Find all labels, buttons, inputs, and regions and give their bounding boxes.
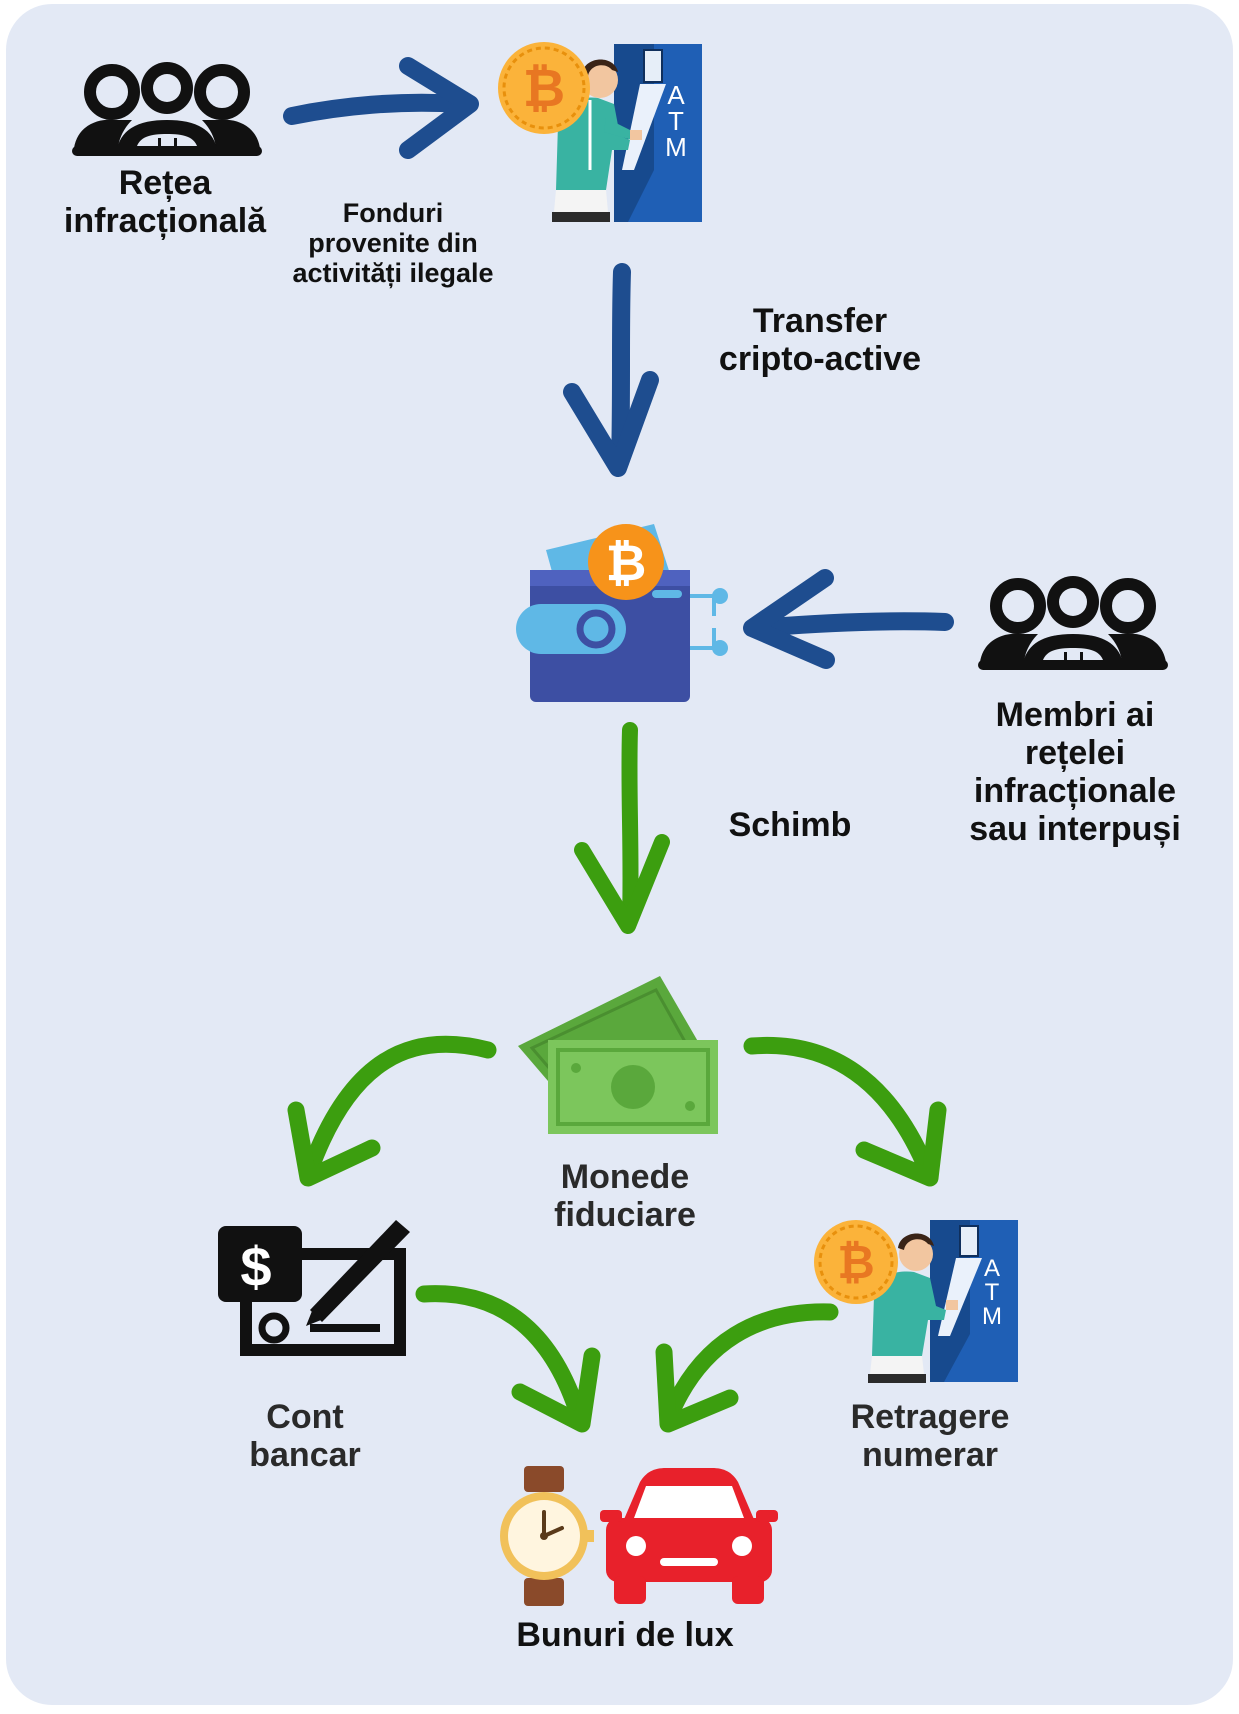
bitcoin-wallet-icon: ₿ bbox=[516, 524, 728, 702]
luxury-goods-label: Bunuri de lux bbox=[470, 1616, 780, 1654]
arrow-wallet-to-money bbox=[574, 722, 670, 934]
label-line: fiduciare bbox=[554, 1196, 696, 1235]
label-line: infracțională bbox=[63, 202, 267, 241]
arrow-money-to-atm bbox=[743, 1036, 947, 1187]
illegal-funds-label: Fonduri provenite din activități ilegale bbox=[268, 198, 518, 289]
group-of-people-icon bbox=[72, 62, 262, 156]
label-line: rețelei bbox=[1024, 734, 1126, 773]
fiat-money-label: Monede fiduciare bbox=[500, 1158, 750, 1234]
car-icon bbox=[600, 1468, 778, 1604]
label-line: Retragere bbox=[850, 1398, 1010, 1436]
cash-withdrawal-label: Retragere numerar bbox=[810, 1398, 1050, 1474]
svg-text:₿: ₿ bbox=[523, 60, 565, 118]
label-line: Membri ai bbox=[995, 696, 1155, 734]
label-line: provenite din bbox=[308, 228, 478, 259]
criminal-network-label: Rețea infracțională bbox=[40, 164, 290, 240]
label-line: cripto-active bbox=[718, 340, 922, 379]
label-line: Fonduri bbox=[342, 198, 444, 228]
bank-cheque-icon: $ bbox=[218, 1220, 410, 1356]
svg-text:$: $ bbox=[240, 1235, 271, 1298]
banknotes-icon bbox=[518, 976, 718, 1134]
arrow-network-to-atm bbox=[283, 57, 479, 159]
bank-account-label: Cont bancar bbox=[200, 1398, 410, 1474]
wristwatch-icon bbox=[500, 1466, 594, 1606]
label-line: Bunuri de lux bbox=[516, 1616, 734, 1654]
svg-text:₿: ₿ bbox=[606, 535, 647, 591]
network-members-label: Membri ai rețelei infracționale sau inte… bbox=[940, 696, 1210, 848]
label-line: numerar bbox=[861, 1436, 999, 1475]
group-of-people-icon bbox=[978, 576, 1168, 670]
svg-text:₿: ₿ bbox=[837, 1236, 875, 1288]
label-line: Monede bbox=[560, 1158, 690, 1196]
label-line: activități ilegale bbox=[292, 258, 494, 289]
label-line: sau interpuși bbox=[969, 810, 1181, 849]
label-line: Transfer bbox=[752, 302, 888, 340]
arrow-money-to-bank bbox=[287, 1035, 497, 1187]
arrow-atm-to-luxury bbox=[655, 1303, 839, 1433]
exchange-label: Schimb bbox=[700, 806, 880, 844]
arrow-atm-to-wallet bbox=[563, 263, 659, 477]
transfer-label: Transfer cripto-active bbox=[690, 302, 950, 378]
label-line: Cont bbox=[266, 1398, 344, 1436]
label-line: infracționale bbox=[973, 772, 1177, 811]
label-line: bancar bbox=[249, 1436, 361, 1475]
label-line: Schimb bbox=[728, 806, 852, 844]
arrow-bank-to-luxury bbox=[415, 1285, 601, 1433]
arrow-members-to-wallet bbox=[743, 569, 954, 669]
label-line: Rețea bbox=[118, 164, 212, 202]
